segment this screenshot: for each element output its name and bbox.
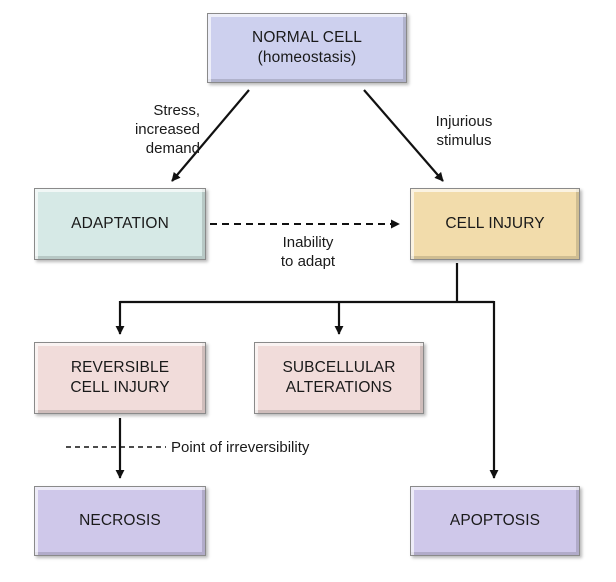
node-reversible-line1: REVERSIBLE <box>70 359 170 376</box>
node-necrosis: NECROSIS <box>34 486 206 556</box>
label-stress-line1: Stress, <box>153 102 200 119</box>
node-normal-cell: NORMAL CELL (homeostasis) <box>207 13 407 83</box>
node-reversible-line2: CELL INJURY <box>70 379 170 396</box>
label-point-of-irreversibility: Point of irreversibility <box>171 439 310 456</box>
arrow-normal-to-adaptation <box>171 89 250 182</box>
label-stress: Stress, increased demand <box>100 101 200 158</box>
node-subcellular-line1: SUBCELLULAR <box>282 359 396 376</box>
node-subcellular-alterations: SUBCELLULAR ALTERATIONS <box>254 342 424 414</box>
label-injurious-stimulus: Injurious stimulus <box>418 112 510 150</box>
label-stress-line3: demand <box>145 140 200 157</box>
label-stress-line2: increased <box>134 121 200 138</box>
node-cell-injury-label: CELL INJURY <box>445 215 545 232</box>
label-injurious-line1: Injurious <box>435 113 493 130</box>
node-subcellular-line2: ALTERATIONS <box>285 379 393 396</box>
label-inability-to-adapt: Inability to adapt <box>263 233 353 271</box>
label-inability-line1: Inability <box>282 234 334 251</box>
label-inability-line2: to adapt <box>280 253 336 270</box>
label-injurious-line2: stimulus <box>436 132 492 149</box>
node-apoptosis-label: APOPTOSIS <box>449 512 541 529</box>
node-apoptosis: APOPTOSIS <box>410 486 580 556</box>
node-normal-cell-subtitle: (homeostasis) <box>257 49 357 66</box>
connector-cell-injury-branch <box>120 263 494 304</box>
node-adaptation-label: ADAPTATION <box>71 215 169 232</box>
arrow-normal-to-cell-injury <box>363 89 444 182</box>
node-cell-injury: CELL INJURY <box>410 188 580 260</box>
node-necrosis-label: NECROSIS <box>79 512 161 529</box>
node-reversible-cell-injury: REVERSIBLE CELL INJURY <box>34 342 206 414</box>
node-normal-cell-title: NORMAL CELL <box>252 29 362 46</box>
node-adaptation: ADAPTATION <box>34 188 206 260</box>
